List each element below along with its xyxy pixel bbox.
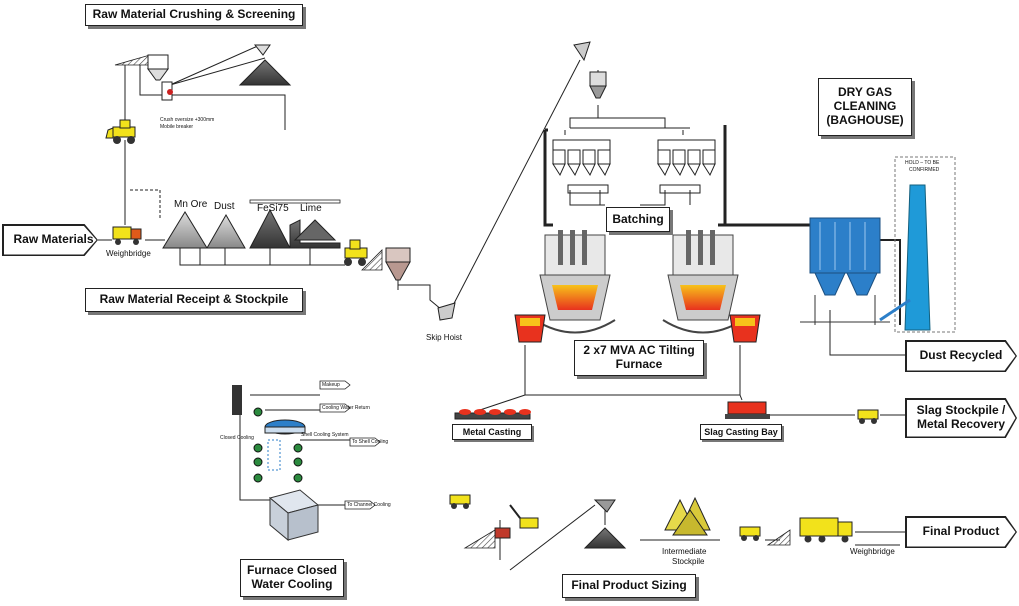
receipt-title-text: Raw Material Receipt & Stockpile: [99, 292, 289, 307]
cooling-title: Furnace Closed Water Cooling: [240, 559, 344, 597]
cw-left-label: Closed Cooling: [220, 435, 254, 441]
crush-note-line2: Mobile breaker: [160, 124, 194, 130]
metal-casting-molds: [454, 409, 531, 420]
slag-stockpile-output: Slag Stockpile / Metal Recovery: [905, 398, 1017, 438]
loader-icon: [105, 119, 136, 144]
batching-title-text: Batching: [612, 211, 664, 226]
dust-recycled-output: Dust Recycled: [905, 340, 1017, 372]
batching-bins: [552, 139, 716, 194]
excavator-icon: [509, 504, 539, 529]
furnace-title-line1: 2 x7 MVA AC Tilting: [583, 343, 695, 358]
loader-icon: [739, 526, 761, 541]
skip-hoist-label: Skip Hoist: [426, 333, 463, 342]
furnace-left: [534, 230, 616, 334]
gas-cleaning-line3: (BAGHOUSE): [826, 112, 904, 127]
dust-recycled-text: Dust Recycled: [919, 348, 1003, 363]
crushing-equipment: [105, 44, 292, 144]
cooling-equipment: [232, 380, 381, 542]
fesi75-label: FeSi75: [257, 203, 289, 214]
dust-recycled-inner: Dust Recycled: [906, 341, 1016, 371]
intermediate-label-line1: Intermediate: [662, 547, 707, 556]
truck-icon: [799, 517, 853, 543]
metal-casting-title: Metal Casting: [452, 424, 532, 440]
sizing-title: Final Product Sizing: [562, 574, 696, 598]
skip-hoist: [437, 41, 607, 321]
raw-materials-input: Raw Materials: [2, 224, 98, 256]
weighbridge-2-label: Weighbridge: [850, 547, 895, 556]
cw-right-label: To Shell Cooling: [352, 439, 389, 445]
feed-hopper: [344, 239, 411, 290]
metal-casting-text: Metal Casting: [462, 426, 522, 437]
truck-icon: [112, 226, 142, 245]
crush-note-line1: Crush oversize +300mm: [160, 117, 215, 123]
slag-stockpile-line1: Slag Stockpile /: [916, 403, 1006, 418]
cw-top2-label: Cooling Water Return: [322, 405, 370, 411]
final-product-text: Final Product: [922, 524, 1000, 539]
crushing-title: Raw Material Crushing & Screening: [85, 4, 303, 26]
batching-title: Batching: [606, 207, 670, 232]
cw-bottom-label: To Channel Cooling: [347, 502, 391, 508]
slag-stockpile-line2: Metal Recovery: [916, 417, 1006, 431]
sizing-equipment: [449, 494, 900, 549]
intermediate-label-line2: Stockpile: [672, 557, 705, 566]
slag-casting-text: Slag Casting Bay: [704, 426, 778, 437]
furnace-title-line2: Furnace: [615, 357, 663, 371]
slag-stockpile-inner: Slag Stockpile / Metal Recovery: [906, 399, 1016, 437]
loader-icon: [857, 409, 879, 424]
raw-materials-input-inner: Raw Materials: [3, 225, 97, 255]
furnace-right: [662, 230, 744, 334]
weighbridge-label: Weighbridge: [106, 249, 151, 258]
cw-top1-label: Makeup: [322, 382, 340, 388]
dust-label: Dust: [214, 201, 235, 212]
cooling-title-line2: Water Cooling: [251, 577, 333, 591]
raw-materials-text: Raw Materials: [13, 232, 94, 247]
cooling-title-line1: Furnace Closed: [246, 563, 338, 578]
loader-icon: [449, 494, 471, 509]
final-product-output: Final Product: [905, 516, 1017, 548]
stack: [879, 156, 956, 333]
baghouse: [800, 217, 890, 325]
ladles: [514, 314, 761, 343]
sizing-title-text: Final Product Sizing: [571, 578, 687, 593]
slag-casting-title: Slag Casting Bay: [700, 424, 782, 440]
hold-note-line2: CONFIRMED: [909, 167, 940, 173]
cooling-tower-icon: [268, 489, 320, 542]
mn-ore-label: Mn Ore: [174, 199, 208, 210]
furnace-title: 2 x7 MVA AC Tilting Furnace: [574, 340, 704, 376]
slag-casting-bed: [725, 401, 879, 424]
cw-mid-label: Shell Cooling System: [301, 432, 349, 438]
gas-cleaning-title: DRY GAS CLEANING (BAGHOUSE): [818, 78, 912, 136]
flow-lines: [98, 44, 908, 571]
hold-note-line1: HOLD – TO BE: [905, 160, 940, 166]
gas-cleaning-line2: CLEANING: [833, 99, 897, 114]
stockpiles: [162, 199, 341, 249]
receipt-title: Raw Material Receipt & Stockpile: [85, 288, 303, 312]
crushing-title-text: Raw Material Crushing & Screening: [92, 7, 296, 22]
gas-cleaning-line1: DRY GAS: [837, 85, 892, 100]
loader-icon: [344, 239, 368, 266]
lime-label: Lime: [300, 203, 322, 214]
final-product-inner: Final Product: [906, 517, 1016, 547]
